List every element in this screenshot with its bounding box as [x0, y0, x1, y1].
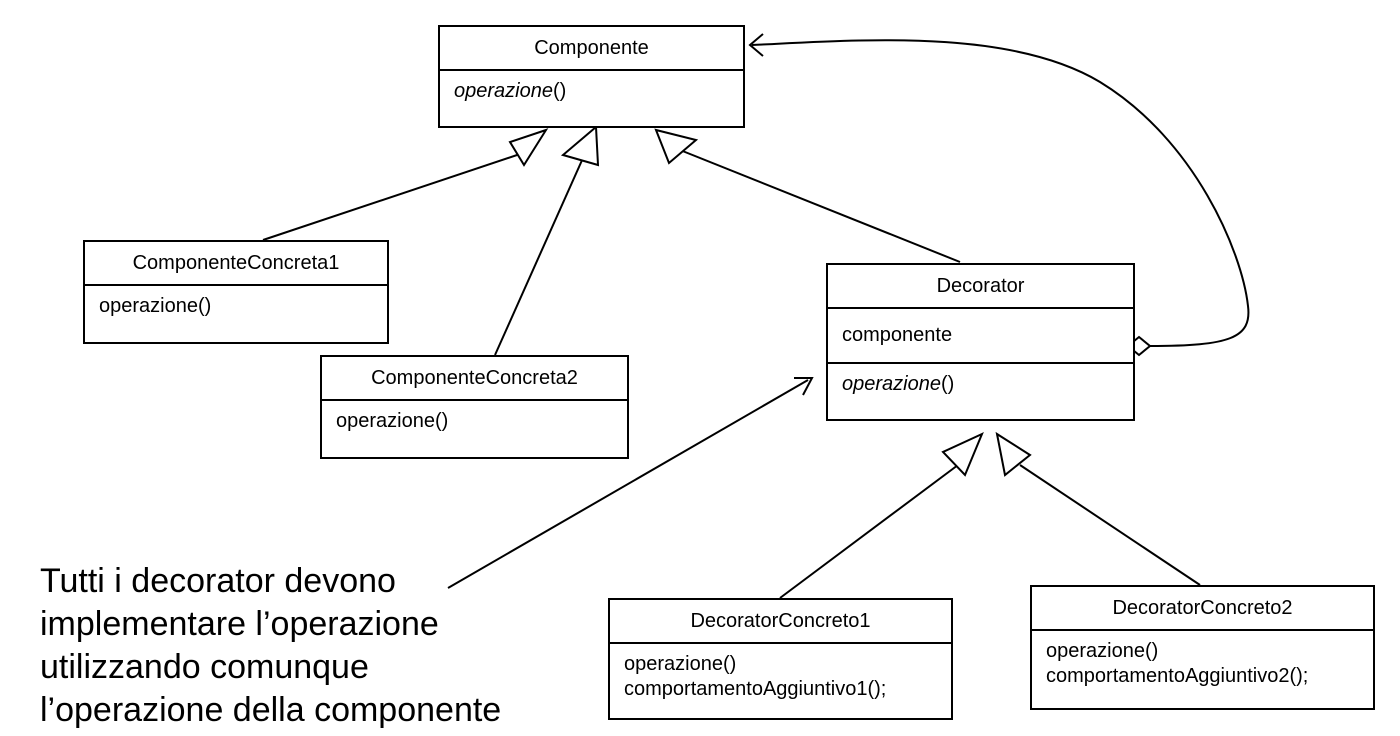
annotation-line-2: implementare l’operazione — [40, 605, 439, 643]
class-componente-operation: operazione() — [454, 79, 729, 104]
class-concreta2-operation: operazione() — [336, 410, 449, 432]
note-arrow-head — [794, 377, 814, 396]
class-componente: Componente operazione() — [438, 25, 745, 128]
class-componente-concreta1: ComponenteConcreta1 operazione() — [83, 240, 389, 344]
class-concreta2-name: ComponenteConcreta2 — [371, 367, 578, 389]
class-decorator-operation-parens: () — [940, 373, 955, 395]
class-decorator-concreto1-operations: operazione() comportamentoAggiuntivo1(); — [610, 642, 951, 712]
class-decorator-concreto2: DecoratorConcreto2 operazione() comporta… — [1030, 585, 1375, 710]
generalization-line-decorator-concreto2 — [1019, 464, 1201, 586]
annotation-line-4: l’operazione della componente — [40, 691, 502, 729]
generalization-line-concreta2 — [494, 157, 584, 356]
generalization-arrowhead-decorator — [654, 128, 699, 165]
generalization-arrowhead-concreta1 — [508, 128, 549, 167]
class-concreta1-name: ComponenteConcreta1 — [132, 252, 340, 274]
class-decorator-operation: operazione() — [842, 372, 1119, 397]
class-decorator-concreto1-behavior: comportamentoAggiuntivo1(); — [624, 678, 887, 700]
note-arrow-line — [447, 379, 809, 589]
class-decorator-attribute: componente — [842, 324, 953, 346]
generalization-line-concreta1 — [262, 152, 524, 241]
annotation-line-3: utilizzando comunque — [40, 648, 369, 686]
class-componente-name: Componente — [534, 37, 649, 59]
class-decorator-operation-name: operazione — [842, 373, 941, 395]
class-decorator-operations: operazione() — [828, 362, 1133, 407]
generalization-arrowhead-decorator-concreto1 — [941, 432, 984, 477]
class-decorator: Decorator componente operazione() — [826, 263, 1135, 421]
annotation-line-1: Tutti i decorator devono — [40, 562, 396, 600]
class-decorator-concreto1-name: DecoratorConcreto1 — [690, 610, 871, 632]
class-decorator-attributes: componente — [828, 307, 1133, 362]
class-decorator-concreto2-behavior: comportamentoAggiuntivo2(); — [1046, 665, 1309, 687]
generalization-line-decorator-concreto1 — [779, 464, 959, 599]
class-concreta2-operations: operazione() — [322, 399, 627, 444]
class-decorator-concreto2-operations: operazione() comportamentoAggiuntivo2(); — [1032, 629, 1373, 699]
class-decorator-concreto2-name: DecoratorConcreto2 — [1112, 597, 1293, 619]
class-componente-operations: operazione() — [440, 69, 743, 114]
class-decorator-name: Decorator — [936, 275, 1025, 297]
class-componente-operation-name: operazione — [454, 80, 553, 102]
generalization-line-decorator — [679, 149, 961, 263]
aggregation-arrowhead — [748, 33, 764, 57]
class-componente-concreta2: ComponenteConcreta2 operazione() — [320, 355, 629, 459]
generalization-arrowhead-decorator-concreto2 — [995, 431, 1032, 477]
class-concreta1-operation: operazione() — [99, 295, 212, 317]
class-decorator-concreto1: DecoratorConcreto1 operazione() comporta… — [608, 598, 953, 720]
class-componente-operation-parens: () — [552, 80, 567, 102]
class-decorator-concreto1-operation: operazione() — [624, 653, 737, 675]
class-decorator-concreto2-operation: operazione() — [1046, 640, 1159, 662]
generalization-arrowhead-concreta2 — [560, 124, 600, 167]
class-concreta1-operations: operazione() — [85, 284, 387, 329]
aggregation-line — [751, 39, 1250, 347]
annotation-note: Tutti i decorator devono implementare l’… — [40, 560, 501, 732]
